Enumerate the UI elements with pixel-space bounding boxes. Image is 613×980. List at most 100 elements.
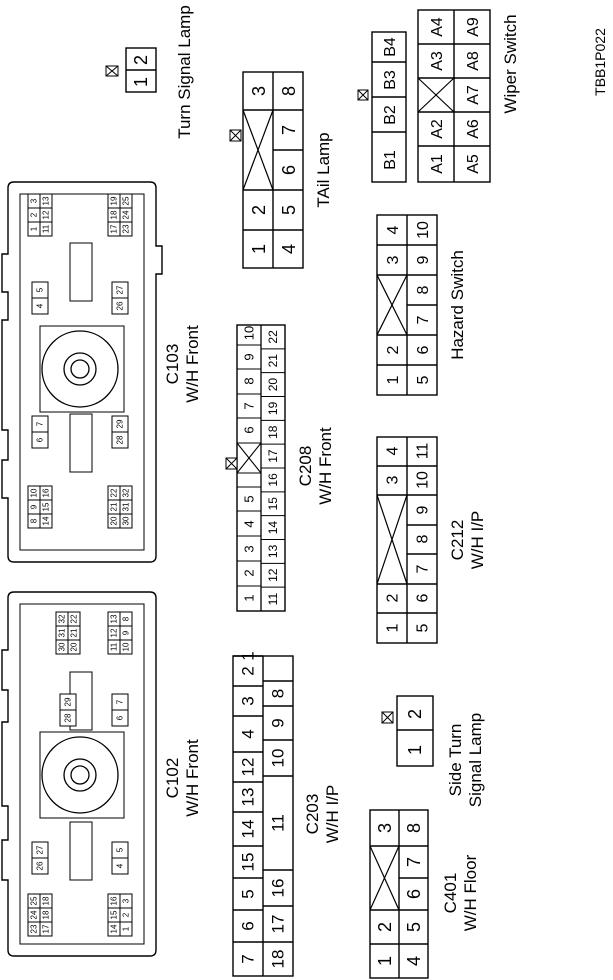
pin: 18 bbox=[266, 425, 280, 439]
pin: B1 bbox=[382, 150, 399, 170]
pin: 5 bbox=[242, 495, 257, 502]
pin: 3 bbox=[385, 475, 402, 484]
side-turn-connector: 1 2 bbox=[381, 695, 434, 767]
pin-cell bbox=[31, 281, 49, 299]
pin: 22 bbox=[266, 330, 280, 344]
pin: 3 bbox=[385, 255, 402, 264]
pin: 13 bbox=[110, 614, 119, 623]
pin: 2 bbox=[249, 205, 269, 215]
pin: 6 bbox=[239, 921, 258, 930]
pin: 18 bbox=[42, 896, 51, 905]
pin: 17 bbox=[266, 449, 280, 463]
pin: 2 bbox=[405, 709, 425, 719]
pin: 3 bbox=[375, 823, 395, 833]
c103-pins: 1231112131718192324254526276728298910141… bbox=[27, 193, 133, 529]
pin: 7 bbox=[116, 699, 125, 704]
pin: 2 bbox=[30, 212, 39, 217]
pin: 8 bbox=[122, 616, 131, 621]
pin: 1 bbox=[385, 623, 402, 632]
pin: 17 bbox=[110, 224, 119, 233]
pin: 14 bbox=[239, 820, 258, 839]
pin: 2 bbox=[385, 593, 402, 602]
pin: 9 bbox=[269, 718, 288, 727]
pin: 10 bbox=[415, 221, 432, 239]
pin: 1 bbox=[405, 745, 425, 755]
pin: 27 bbox=[36, 845, 45, 854]
pin: 7 bbox=[239, 954, 258, 963]
pin: 13 bbox=[239, 788, 258, 807]
pin: 19 bbox=[110, 196, 119, 205]
pin: 7 bbox=[415, 564, 432, 573]
figure-code: TBB1P022 bbox=[592, 28, 608, 96]
pin: 12 bbox=[239, 758, 258, 777]
pin: 6 bbox=[279, 165, 299, 175]
pin: 4 bbox=[279, 244, 299, 254]
pin: 29 bbox=[116, 419, 125, 428]
pin: 2 bbox=[375, 922, 395, 932]
c203-connector bbox=[232, 655, 294, 977]
pin: 1 bbox=[122, 926, 131, 931]
pin: 1 bbox=[131, 77, 151, 87]
pin: 16 bbox=[266, 473, 280, 487]
pin: 6 bbox=[415, 593, 432, 602]
pin: 19 bbox=[266, 401, 280, 415]
pin: 5 bbox=[116, 847, 125, 852]
pin: 1 bbox=[249, 244, 269, 254]
pin: 32 bbox=[122, 488, 131, 497]
c203-sub-label: W/H I/P bbox=[323, 785, 342, 844]
pin: 2 bbox=[385, 345, 402, 354]
pin: 13 bbox=[266, 544, 280, 558]
pin: 9 bbox=[30, 504, 39, 509]
pin: 8 bbox=[404, 823, 424, 833]
pin: 21 bbox=[110, 502, 119, 511]
pin: 14 bbox=[110, 924, 119, 933]
pin: 15 bbox=[239, 853, 258, 872]
pin: 1 bbox=[30, 226, 39, 231]
pin: 16 bbox=[110, 896, 119, 905]
pin: 11 bbox=[269, 814, 288, 832]
wiper-switch-connector: B1 B2 B3 B4 A1 A2 A3 A4 A5 A6 A7 A8 A9 bbox=[357, 9, 491, 183]
pin-cell bbox=[59, 693, 77, 711]
pin: 28 bbox=[116, 435, 125, 444]
pin: 24 bbox=[122, 210, 131, 219]
pin: 22 bbox=[110, 488, 119, 497]
side-turn-label-1: Side Turn bbox=[446, 724, 465, 797]
pin: 25 bbox=[30, 896, 39, 905]
tail-lamp-connector: 3 2 1 8 7 6 5 4 bbox=[229, 71, 304, 269]
pin: 6 bbox=[116, 715, 125, 720]
pin: 9 bbox=[242, 353, 257, 360]
pin: 17 bbox=[42, 924, 51, 933]
pin: A5 bbox=[465, 154, 482, 174]
pin: B3 bbox=[382, 70, 399, 90]
pin-cell bbox=[111, 841, 129, 859]
c103-connector bbox=[1, 181, 163, 563]
pin: 8 bbox=[279, 86, 299, 96]
c102-name-label: C102 bbox=[163, 758, 182, 799]
pin-cell bbox=[119, 485, 133, 501]
pin-cell bbox=[111, 693, 129, 711]
pin: 5 bbox=[404, 922, 424, 932]
pin: 7 bbox=[242, 402, 257, 409]
pin: A4 bbox=[429, 17, 446, 37]
c212-name-label: C212 bbox=[448, 520, 467, 561]
pin: 7 bbox=[36, 421, 45, 426]
pin: 20 bbox=[266, 378, 280, 392]
c212-sub-label: W/H I/P bbox=[468, 511, 487, 570]
pin: 3 bbox=[249, 86, 269, 96]
pin: 2 bbox=[242, 569, 257, 576]
pin: 2 bbox=[239, 666, 258, 675]
pin: 4 bbox=[385, 446, 402, 455]
pin: 18 bbox=[269, 950, 288, 969]
pin: 7 bbox=[279, 125, 299, 135]
pin-cell bbox=[31, 415, 49, 433]
pin: 12 bbox=[42, 210, 51, 219]
c103-sub-label: W/H Front bbox=[183, 325, 202, 403]
pin: 4 bbox=[239, 729, 258, 738]
pin: 15 bbox=[266, 497, 280, 511]
pin: 1 bbox=[242, 594, 257, 601]
pin: 26 bbox=[36, 861, 45, 870]
pin: 3 bbox=[30, 198, 39, 203]
pin: B2 bbox=[382, 105, 399, 125]
